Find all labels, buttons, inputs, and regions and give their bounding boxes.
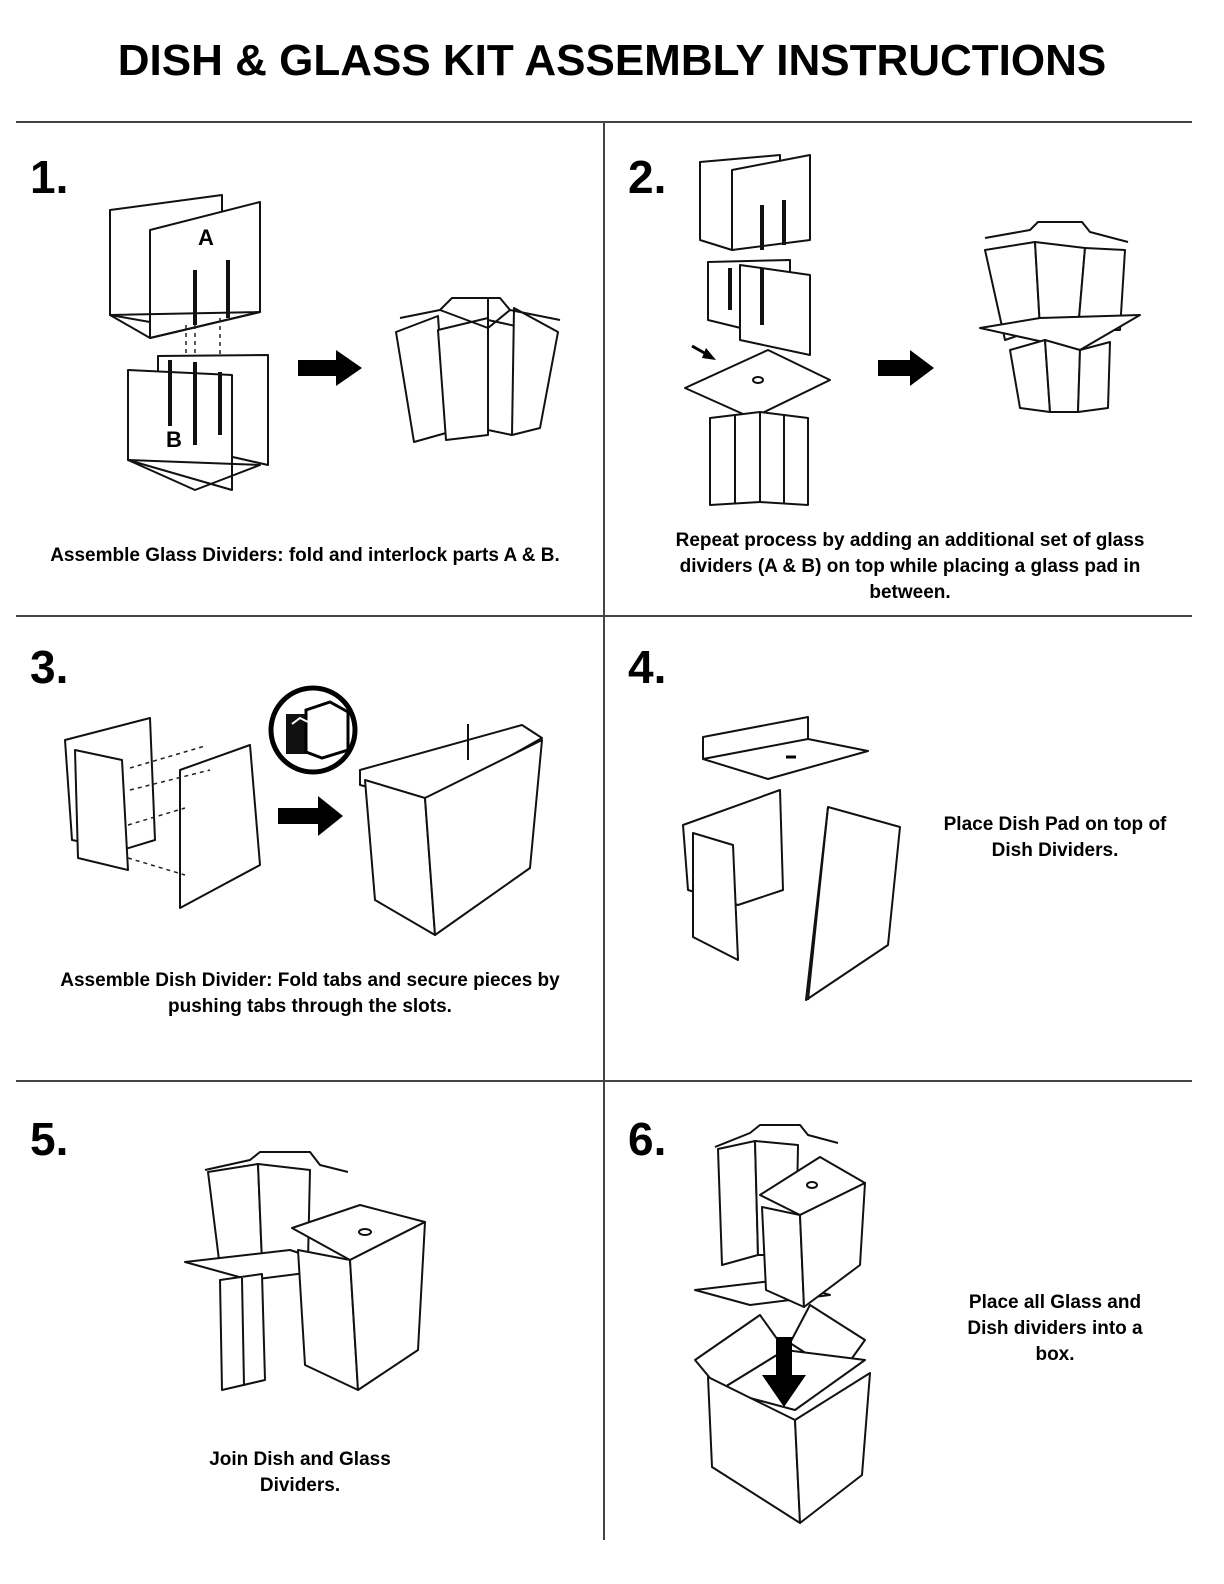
step-3-caption: Assemble Dish Divider: Fold tabs and sec…: [60, 970, 560, 1017]
part-label-b: B: [166, 427, 182, 452]
step-6-caption: Place all Glass and Dish dividers into a…: [967, 1292, 1143, 1365]
column-divider: [603, 122, 605, 1540]
arrow-down-icon: [762, 1337, 806, 1407]
step-4-caption: Place Dish Pad on top of Dish Dividers.: [943, 814, 1167, 861]
step-number: 1.: [30, 151, 69, 203]
step-number: 6.: [628, 1113, 667, 1165]
step-number: 3.: [30, 641, 69, 693]
step-5-illustration: [180, 1150, 440, 1410]
step-number: 5.: [30, 1113, 69, 1165]
step-6-illustration: [690, 1115, 890, 1530]
step-1-caption: Assemble Glass Dividers: fold and interl…: [50, 545, 560, 566]
arrow-right-icon: [298, 350, 362, 386]
arrow-right-icon: [878, 350, 934, 386]
step-3-illustration: [60, 690, 560, 950]
step-number: 4.: [628, 641, 667, 693]
page-title: DISH & GLASS KIT ASSEMBLY INSTRUCTIONS: [117, 36, 1107, 85]
step-1-illustration: [100, 190, 580, 510]
step-2-caption: Repeat process by adding an additional s…: [675, 530, 1145, 603]
arrow-right-icon: [278, 796, 343, 836]
step-4-illustration: [678, 715, 918, 1005]
part-label-a: A: [198, 225, 214, 250]
step-number: 2.: [628, 151, 667, 203]
step-5-caption: Join Dish and Glass Dividers.: [209, 1449, 391, 1496]
tab-slot-detail-icon: [271, 688, 355, 772]
step-2-illustration: [680, 150, 1160, 510]
